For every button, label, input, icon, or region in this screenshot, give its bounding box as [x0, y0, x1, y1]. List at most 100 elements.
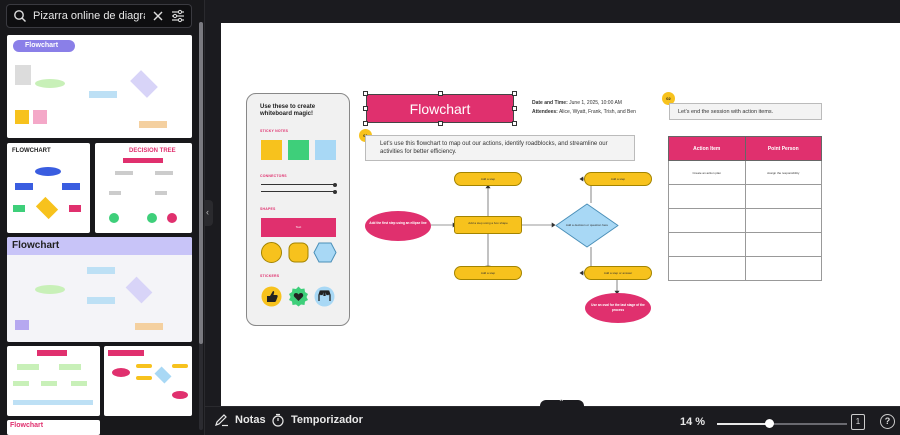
connector-line[interactable]: [261, 189, 337, 194]
table-cell[interactable]: [744, 256, 822, 281]
section-sticky-notes: STICKY NOTES: [260, 129, 289, 133]
intro-text-box[interactable]: Let's use this flowchart to map out our …: [365, 135, 635, 161]
template-thumbnail[interactable]: Flowchart: [7, 35, 192, 138]
resize-handle[interactable]: [438, 91, 443, 96]
timer-icon: [272, 413, 284, 427]
search-bar[interactable]: [6, 4, 192, 28]
mini-pill: [136, 364, 152, 368]
collapse-sidebar-handle[interactable]: ‹: [205, 200, 213, 226]
mini-box: [62, 183, 80, 190]
table-header-action-item[interactable]: Action Item: [668, 136, 746, 161]
table-cell[interactable]: [668, 232, 746, 257]
mini-box: [123, 158, 163, 163]
shape-rectangle[interactable]: Text: [261, 218, 336, 237]
mini-diamond: [125, 276, 153, 304]
flow-start-ellipse[interactable]: Add the first step using an ellipse line: [365, 211, 431, 241]
mini-box: [13, 381, 29, 386]
clear-search-icon[interactable]: [151, 9, 165, 23]
date-label: Date and Time:: [532, 100, 568, 106]
table-cell[interactable]: [744, 184, 822, 209]
high-five-sticker-icon[interactable]: [314, 286, 335, 307]
mini-diamond: [130, 70, 158, 98]
shape-square-yellow[interactable]: [288, 242, 309, 263]
template-thumbnail[interactable]: [104, 346, 192, 416]
resize-handle[interactable]: [512, 91, 517, 96]
template-thumbnail[interactable]: DECISION TREE: [95, 143, 192, 233]
connector-line[interactable]: [261, 182, 337, 187]
sticky-note-yellow[interactable]: [261, 140, 282, 160]
expand-pages-tab[interactable]: ⌃: [540, 398, 584, 408]
mini-ellipse: [172, 391, 188, 399]
mini-header: [7, 237, 192, 255]
table-cell[interactable]: [744, 232, 822, 257]
search-input[interactable]: [27, 10, 145, 22]
template-thumbnail[interactable]: Flowchart: [7, 420, 100, 435]
table-row: [668, 256, 822, 281]
step-badge-02: 02: [662, 92, 675, 105]
flow-no-step[interactable]: Add a step or answer: [584, 266, 652, 280]
resize-handle[interactable]: [512, 106, 517, 111]
notes-button[interactable]: Notas: [214, 413, 266, 427]
sticky-note-blue[interactable]: [315, 140, 336, 160]
panel-heading: Use these to create whiteboard magic!: [260, 104, 316, 117]
mini-box: [89, 91, 117, 98]
section-connectors: CONNECTORS: [260, 174, 287, 178]
flow-step-top[interactable]: Add a step: [454, 172, 522, 186]
filter-icon[interactable]: [171, 9, 185, 23]
mini-ellipse: [35, 79, 65, 88]
flow-step-mid[interactable]: Add a step using a box shape: [454, 216, 522, 234]
mini-box: [135, 323, 163, 330]
heart-sticker-icon[interactable]: [288, 286, 309, 307]
mini-box: [108, 350, 144, 356]
table-cell[interactable]: Create an action plan: [668, 160, 746, 185]
resize-handle[interactable]: [363, 121, 368, 126]
template-thumbnail[interactable]: FLOWCHART: [7, 143, 90, 233]
closing-text-box[interactable]: Let's end the session with action items.: [669, 103, 822, 120]
sidebar-scrollbar[interactable]: [199, 22, 203, 430]
thumbnail-title: Flowchart: [25, 42, 59, 49]
thumbnail-title: FLOWCHART: [12, 148, 51, 154]
help-icon[interactable]: ?: [880, 414, 895, 429]
resize-handle[interactable]: [512, 121, 517, 126]
shape-hexagon[interactable]: [313, 242, 337, 263]
table-cell[interactable]: Assign the responsibility: [744, 160, 822, 185]
chevron-left-icon: ‹: [206, 207, 209, 217]
template-thumbnail[interactable]: [7, 346, 100, 416]
scrollbar-thumb[interactable]: [199, 22, 203, 344]
resize-handle[interactable]: [438, 121, 443, 126]
mini-box: [37, 350, 67, 356]
table-cell[interactable]: [668, 208, 746, 233]
mini-box: [155, 171, 173, 175]
zoom-level[interactable]: 14 %: [680, 416, 706, 428]
search-icon: [14, 10, 26, 22]
sticky-note-green[interactable]: [288, 140, 309, 160]
flow-decision-diamond[interactable]: [554, 203, 620, 248]
page-count-button[interactable]: 1: [851, 414, 865, 430]
mini-box: [87, 297, 115, 304]
mini-diamond: [154, 366, 172, 384]
zoom-slider-fill: [717, 423, 769, 425]
zoom-slider-knob[interactable]: [765, 419, 774, 428]
template-thumbnail[interactable]: Flowchart: [7, 237, 192, 342]
table-row: [668, 232, 822, 257]
shape-rect-label: Text: [295, 225, 302, 229]
mini-dot: [147, 213, 157, 223]
timer-button[interactable]: Temporizador: [271, 413, 363, 427]
attendees-label: Attendees:: [532, 109, 558, 115]
shape-circle[interactable]: [261, 242, 282, 263]
flow-yes-step[interactable]: Add a step: [584, 172, 652, 186]
whiteboard-canvas[interactable]: Use these to create whiteboard magic! ST…: [221, 23, 900, 406]
resize-handle[interactable]: [363, 91, 368, 96]
mini-box: [15, 183, 33, 190]
mini-box: [87, 267, 115, 274]
sticker-panel: Use these to create whiteboard magic! ST…: [246, 93, 350, 326]
flow-end-ellipse[interactable]: Use an oval for the last stage of the pr…: [585, 293, 651, 323]
table-header-point-person[interactable]: Point Person: [744, 136, 822, 161]
resize-handle[interactable]: [363, 106, 368, 111]
table-cell[interactable]: [668, 256, 746, 281]
mini-dot: [167, 213, 177, 223]
flow-step-bottom[interactable]: Add a step: [454, 266, 522, 280]
zoom-slider[interactable]: [717, 419, 847, 428]
mini-box: [155, 191, 167, 195]
thumbs-up-sticker-icon[interactable]: [261, 286, 282, 307]
